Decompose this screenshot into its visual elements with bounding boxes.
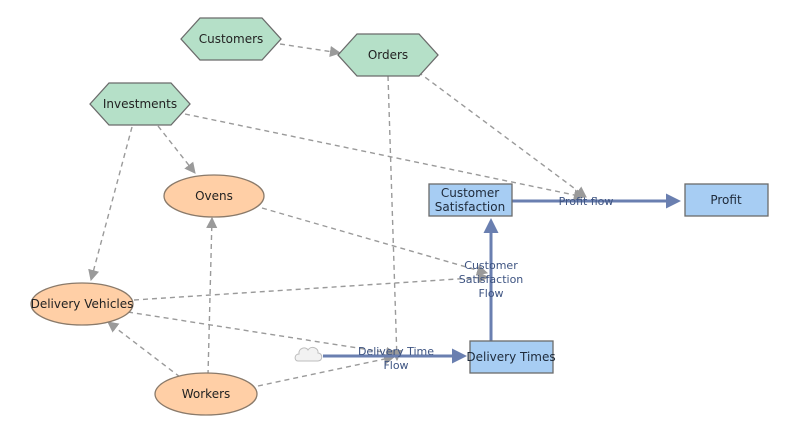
link-investments-ovens	[157, 125, 196, 174]
link-orders-profit-flow	[417, 71, 587, 198]
dependency-links	[88, 43, 587, 387]
orders-label: Orders	[368, 48, 408, 62]
profit-flow-valve[interactable]: Profit flow	[559, 195, 614, 208]
workers-label: Workers	[182, 387, 231, 401]
node-orders[interactable]: Orders	[337, 33, 439, 77]
link-workers-delivery-vehicles	[107, 321, 181, 378]
node-ovens[interactable]: Ovens	[163, 174, 265, 218]
link-workers-ovens	[206, 216, 218, 376]
link-investments-profit-flow	[184, 113, 586, 201]
profit-label: Profit	[710, 193, 742, 207]
satisfaction-flow-label-line2: Satisfaction	[459, 273, 524, 286]
cloud-icon[interactable]	[294, 346, 323, 362]
link-ovens-satisfaction-flow	[261, 207, 489, 276]
customer-satisfaction-flow-valve[interactable]: Customer Satisfaction Flow	[459, 259, 524, 300]
link-vehicles-satisfaction-flow	[133, 272, 490, 301]
link-workers-delivery-time-flow	[257, 353, 396, 387]
customer-satisfaction-label-line1: Customer	[441, 186, 499, 200]
node-investments[interactable]: Investments	[89, 82, 191, 126]
link-investments-delivery-vehicles	[88, 126, 133, 282]
delivery-times-label: Delivery Times	[466, 350, 555, 364]
link-orders-delivery-time-flow	[387, 75, 403, 362]
investments-label: Investments	[103, 97, 177, 111]
satisfaction-flow-label-line3: Flow	[478, 287, 503, 300]
node-workers[interactable]: Workers	[154, 372, 258, 416]
satisfaction-flow-label-line1: Customer	[464, 259, 518, 272]
customer-satisfaction-label-line2: Satisfaction	[435, 200, 505, 214]
node-profit[interactable]: Profit	[684, 183, 769, 217]
delivery-time-flow-label-line1: Delivery Time	[358, 345, 434, 358]
customers-label: Customers	[199, 32, 264, 46]
node-delivery-vehicles[interactable]: Delivery Vehicles	[30, 282, 134, 326]
link-customers-orders	[279, 43, 342, 58]
profit-flow-label: Profit flow	[559, 195, 614, 208]
node-customers[interactable]: Customers	[180, 17, 282, 61]
delivery-vehicles-label: Delivery Vehicles	[31, 297, 134, 311]
delivery-time-flow-valve[interactable]: Delivery Time Flow	[358, 345, 434, 372]
ovens-label: Ovens	[195, 189, 233, 203]
link-vehicles-delivery-time-flow	[127, 311, 398, 358]
delivery-time-flow-label-line2: Flow	[383, 359, 408, 372]
flow-pipes	[323, 193, 681, 364]
node-delivery-times[interactable]: Delivery Times	[466, 340, 556, 374]
node-customer-satisfaction[interactable]: Customer Satisfaction	[428, 183, 513, 217]
